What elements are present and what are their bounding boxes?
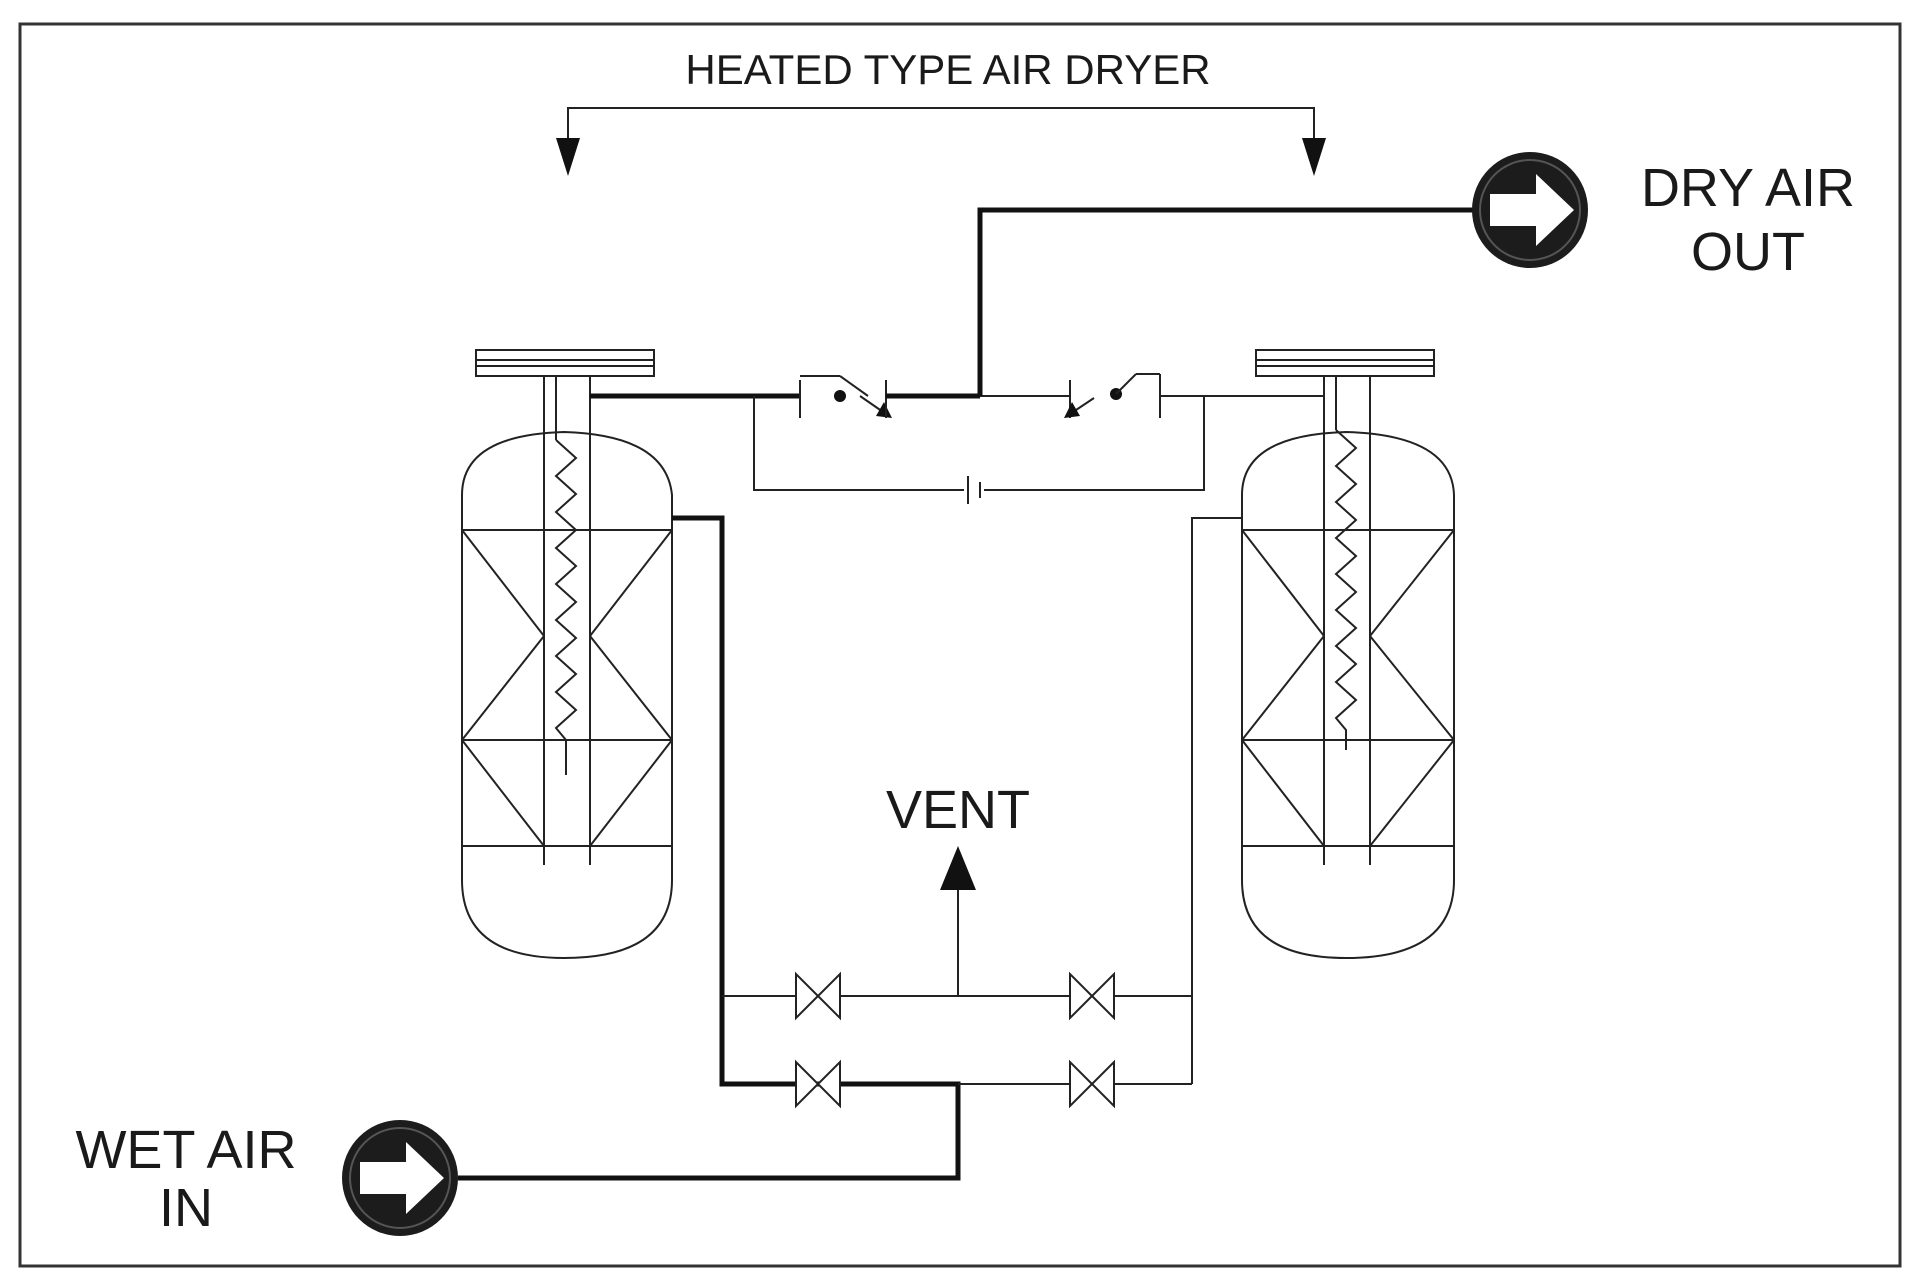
valve-lower-left[interactable] bbox=[795, 1061, 841, 1107]
down-arrow-icon bbox=[556, 138, 580, 176]
title-bracket bbox=[556, 107, 1326, 176]
valve-upper-right[interactable] bbox=[1069, 973, 1115, 1019]
top-header-piping bbox=[590, 207, 1476, 418]
wet-air-in-arrow-icon bbox=[341, 1119, 459, 1237]
down-arrow-icon bbox=[1302, 138, 1326, 176]
heater-coil bbox=[554, 439, 578, 775]
wet-air-in-label-line2: IN bbox=[159, 1178, 213, 1238]
lower-manifold bbox=[458, 515, 1242, 1181]
valve-upper-left[interactable] bbox=[795, 973, 841, 1019]
vent-label: VENT bbox=[886, 780, 1030, 840]
heater-coil bbox=[1334, 429, 1358, 750]
wet-air-in-label-line1: WET AIR bbox=[75, 1120, 296, 1180]
arrow-up-icon bbox=[940, 846, 976, 890]
diagram-frame bbox=[18, 22, 1902, 1268]
dry-air-out-label-line1: DRY AIR bbox=[1641, 158, 1855, 218]
left-dryer-tower bbox=[461, 349, 673, 960]
valve-lower-right[interactable] bbox=[1069, 1061, 1115, 1107]
dry-air-out-arrow-icon bbox=[1471, 151, 1589, 269]
dry-air-out-label-line2: OUT bbox=[1691, 222, 1805, 282]
right-dryer-tower bbox=[1241, 349, 1455, 960]
diagram-title: HEATED TYPE AIR DRYER bbox=[685, 46, 1210, 93]
heater-circuit bbox=[753, 396, 1205, 504]
